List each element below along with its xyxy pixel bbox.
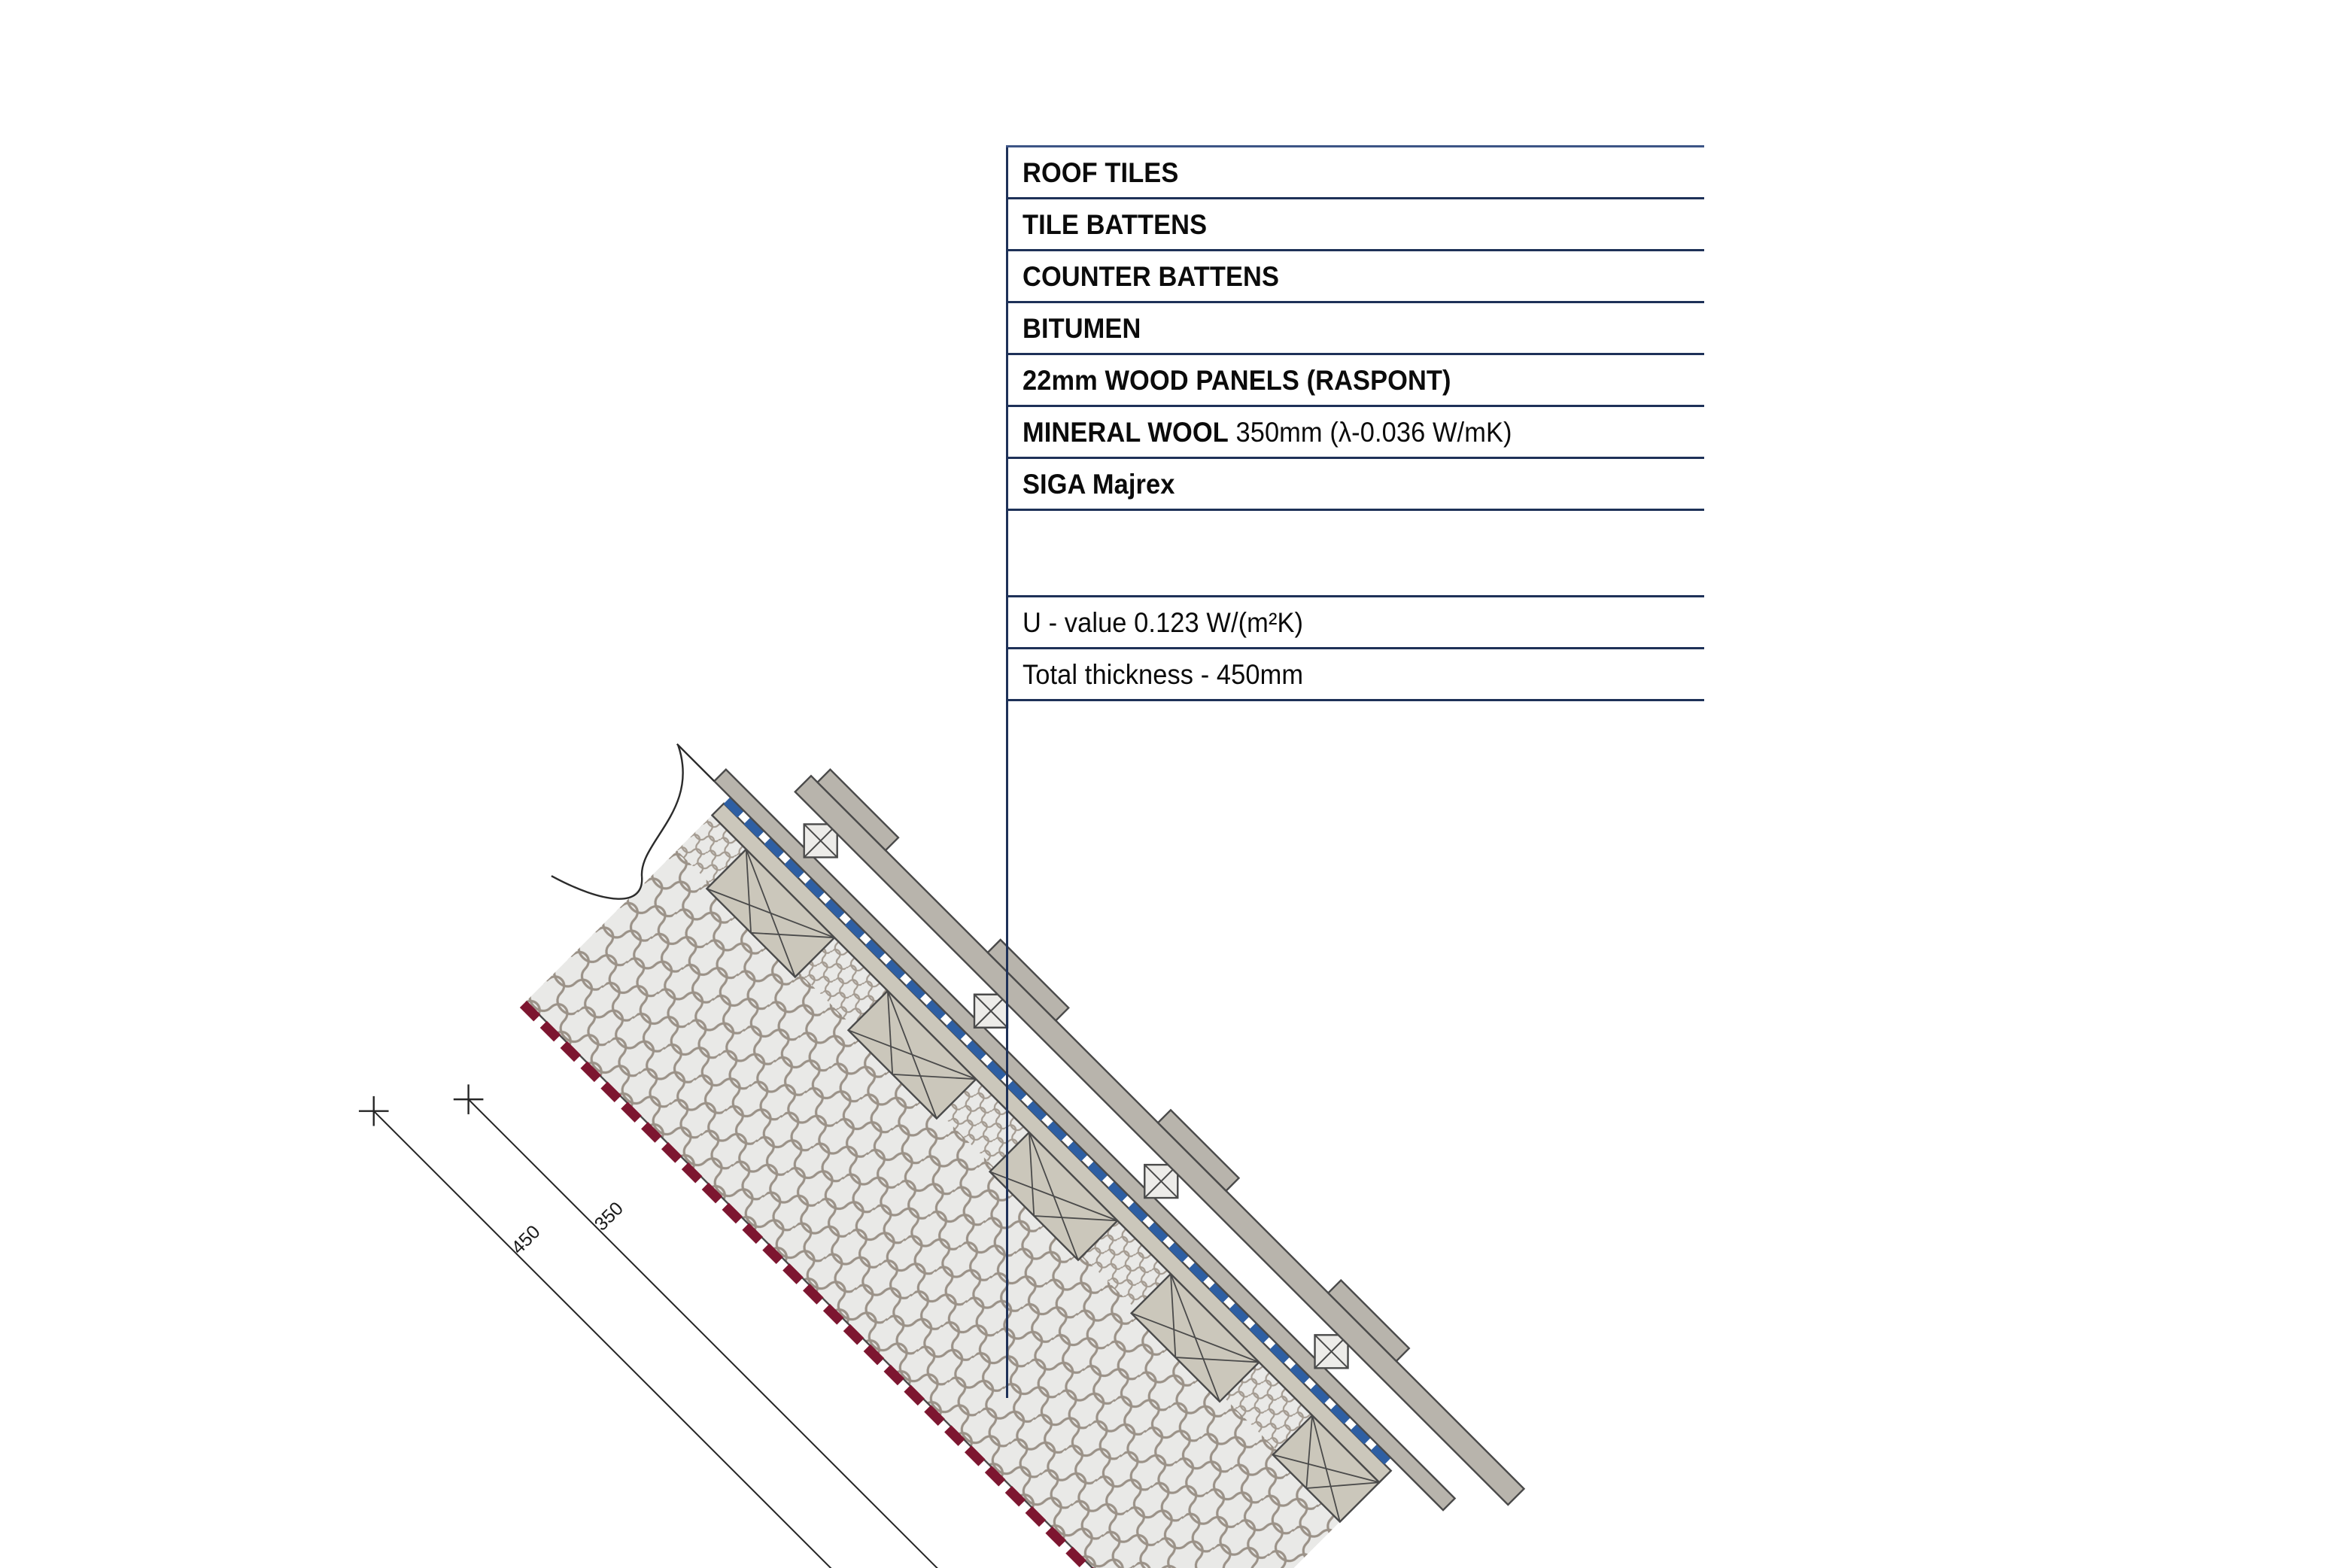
spec-label-siga-majrex: SIGA Majrex [1023, 468, 1175, 500]
spec-label-mineral-wool: MINERAL WOOL [1023, 416, 1229, 448]
tile-batten-blocks [803, 823, 1349, 1369]
spec-row-siga-majrex: SIGA Majrex [1006, 457, 1704, 509]
spec-row-total-thickness: Total thickness - 450mm [1006, 647, 1704, 699]
counter-batten-layer [713, 768, 1457, 1512]
roof-tile-layer [794, 768, 1526, 1506]
spec-row-bitumen: BITUMEN [1006, 301, 1704, 353]
spec-row-tile-battens: TILE BATTENS [1006, 197, 1704, 249]
spec-row-wood-panels: 22mm WOOD PANELS (RASPONT) [1006, 353, 1704, 405]
break-line-left [551, 744, 684, 900]
dim-label-350: 350 [591, 1198, 628, 1235]
dimension-line-chain [453, 1084, 1196, 1568]
leader-spine [1006, 145, 1008, 1398]
spec-row-u-value: U - value 0.123 W/(m²K) [1006, 595, 1704, 647]
spec-row-mineral-wool: MINERAL WOOL 350mm (λ-0.036 W/mK) [1006, 405, 1704, 457]
spec-label-roof-tiles: ROOF TILES [1023, 156, 1179, 188]
spec-label-tile-battens: TILE BATTENS [1023, 208, 1208, 240]
dimension-line-overall [358, 1095, 1181, 1568]
bitumen-membrane [723, 797, 1398, 1472]
spec-row-roof-tiles: ROOF TILES [1006, 145, 1704, 197]
dim-label-450: 450 [507, 1221, 544, 1258]
spec-table-bottom-rule [1006, 699, 1704, 702]
roof-assembly: 22 20 45 350 450 [358, 743, 1526, 1568]
spec-label-wood-panels: 22mm WOOD PANELS (RASPONT) [1023, 364, 1451, 396]
spec-label-total-thickness: Total thickness - 450mm [1023, 658, 1304, 690]
spec-legend-table: ROOF TILES TILE BATTENS COUNTER BATTENS … [1006, 145, 1704, 702]
spec-value-mineral-wool: 350mm (λ-0.036 W/mK) [1228, 416, 1512, 448]
spec-label-u-value: U - value 0.123 W/(m²K) [1023, 606, 1304, 638]
spec-row-counter-battens: COUNTER BATTENS [1006, 249, 1704, 301]
spec-spacer-row [1006, 509, 1704, 595]
spec-label-bitumen: BITUMEN [1023, 312, 1141, 344]
siga-majrex-membrane [519, 1000, 1194, 1568]
spec-label-counter-battens: COUNTER BATTENS [1023, 260, 1280, 292]
outer-edge-lines [676, 743, 716, 782]
